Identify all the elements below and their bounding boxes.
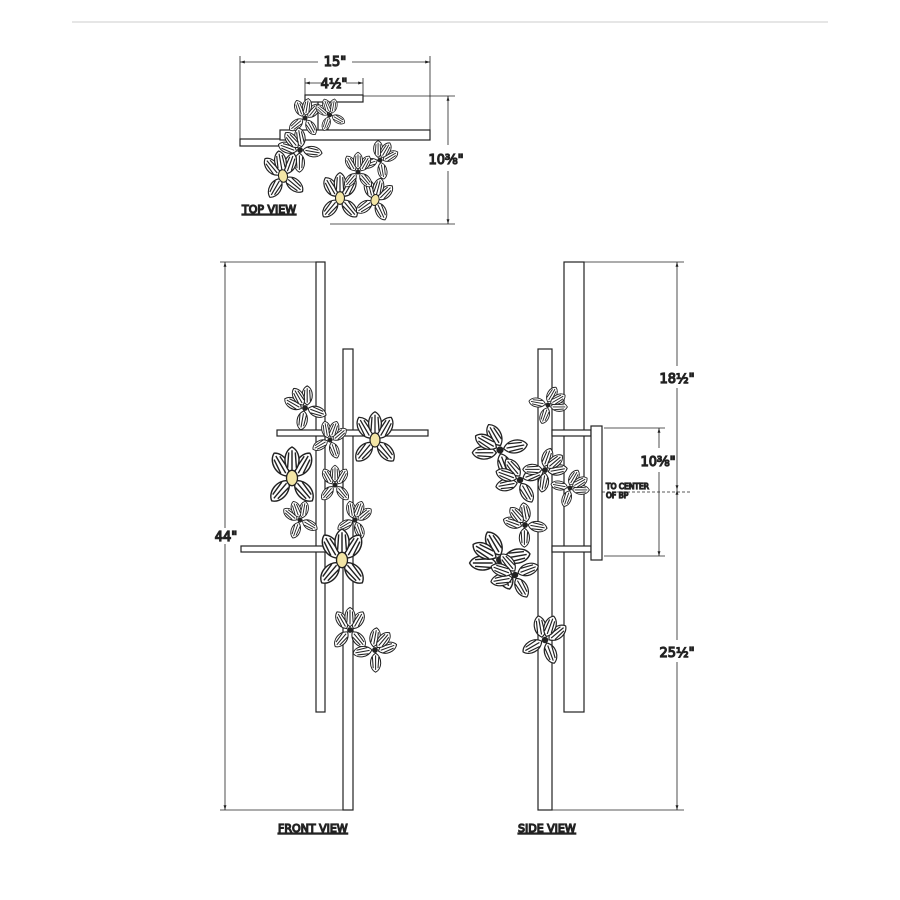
lily-flower-icon bbox=[320, 528, 364, 584]
upper-dimension: 18½" bbox=[659, 372, 694, 387]
bulb-icon bbox=[370, 194, 380, 206]
lily-flower-icon bbox=[283, 500, 318, 539]
lily-flower-icon bbox=[315, 98, 346, 131]
lily-flower-icon bbox=[322, 171, 358, 218]
bulb-icon bbox=[335, 551, 349, 569]
bulb-icon bbox=[285, 469, 299, 487]
lily-flower-icon bbox=[522, 447, 568, 493]
width-dimension: 15" bbox=[324, 55, 347, 70]
lily-flower-icon bbox=[321, 464, 349, 501]
lily-flower-icon bbox=[277, 127, 323, 173]
rod-back bbox=[315, 261, 326, 713]
side-view: 18½" 25½" 10⅜" TO CENTER OF BP SIDE VIEW bbox=[468, 261, 696, 836]
front-view-label: FRONT VIEW bbox=[278, 822, 348, 835]
lily-flower-icon bbox=[352, 627, 398, 673]
lily-flower-icon bbox=[355, 411, 395, 462]
depth-dimension: 10⅜" bbox=[428, 153, 463, 168]
lily-flower-icon bbox=[284, 385, 327, 431]
front-view: 44" FRONT VIEW bbox=[212, 261, 429, 836]
lily-flower-icon bbox=[312, 420, 347, 459]
lily-flower-icon bbox=[522, 615, 567, 664]
backplate-dimension: 10⅜" bbox=[640, 455, 675, 470]
canopy-dimension: 4½" bbox=[321, 77, 348, 92]
lily-flower-icon bbox=[528, 386, 568, 424]
lily-flower-icon bbox=[490, 553, 539, 598]
bulb-icon bbox=[369, 432, 381, 448]
lily-flower-icon bbox=[550, 469, 590, 507]
top-view: 15" 4½" 10⅜" TOP VIEW bbox=[239, 53, 464, 225]
height-dimension: 44" bbox=[215, 530, 238, 545]
lily-flower-icon bbox=[270, 446, 314, 502]
lily-flower-icon bbox=[337, 500, 372, 539]
lily-flower-icon bbox=[355, 177, 394, 221]
center-note-line1: TO CENTER bbox=[605, 482, 649, 491]
center-note-line2: OF BP bbox=[606, 491, 629, 500]
lily-flower-icon bbox=[263, 150, 304, 198]
arm-upper bbox=[276, 429, 429, 437]
lower-dimension: 25½" bbox=[659, 646, 694, 661]
side-view-label: SIDE VIEW bbox=[518, 822, 576, 835]
lily-flower-icon bbox=[289, 98, 320, 136]
top-view-label: TOP VIEW bbox=[241, 203, 296, 216]
bulb-icon bbox=[334, 191, 346, 205]
backplate bbox=[590, 425, 603, 561]
lily-flower-icon bbox=[502, 502, 548, 548]
lily-flower-icon bbox=[471, 424, 528, 478]
header-divider bbox=[72, 21, 828, 23]
lily-flower-icon bbox=[344, 151, 372, 188]
